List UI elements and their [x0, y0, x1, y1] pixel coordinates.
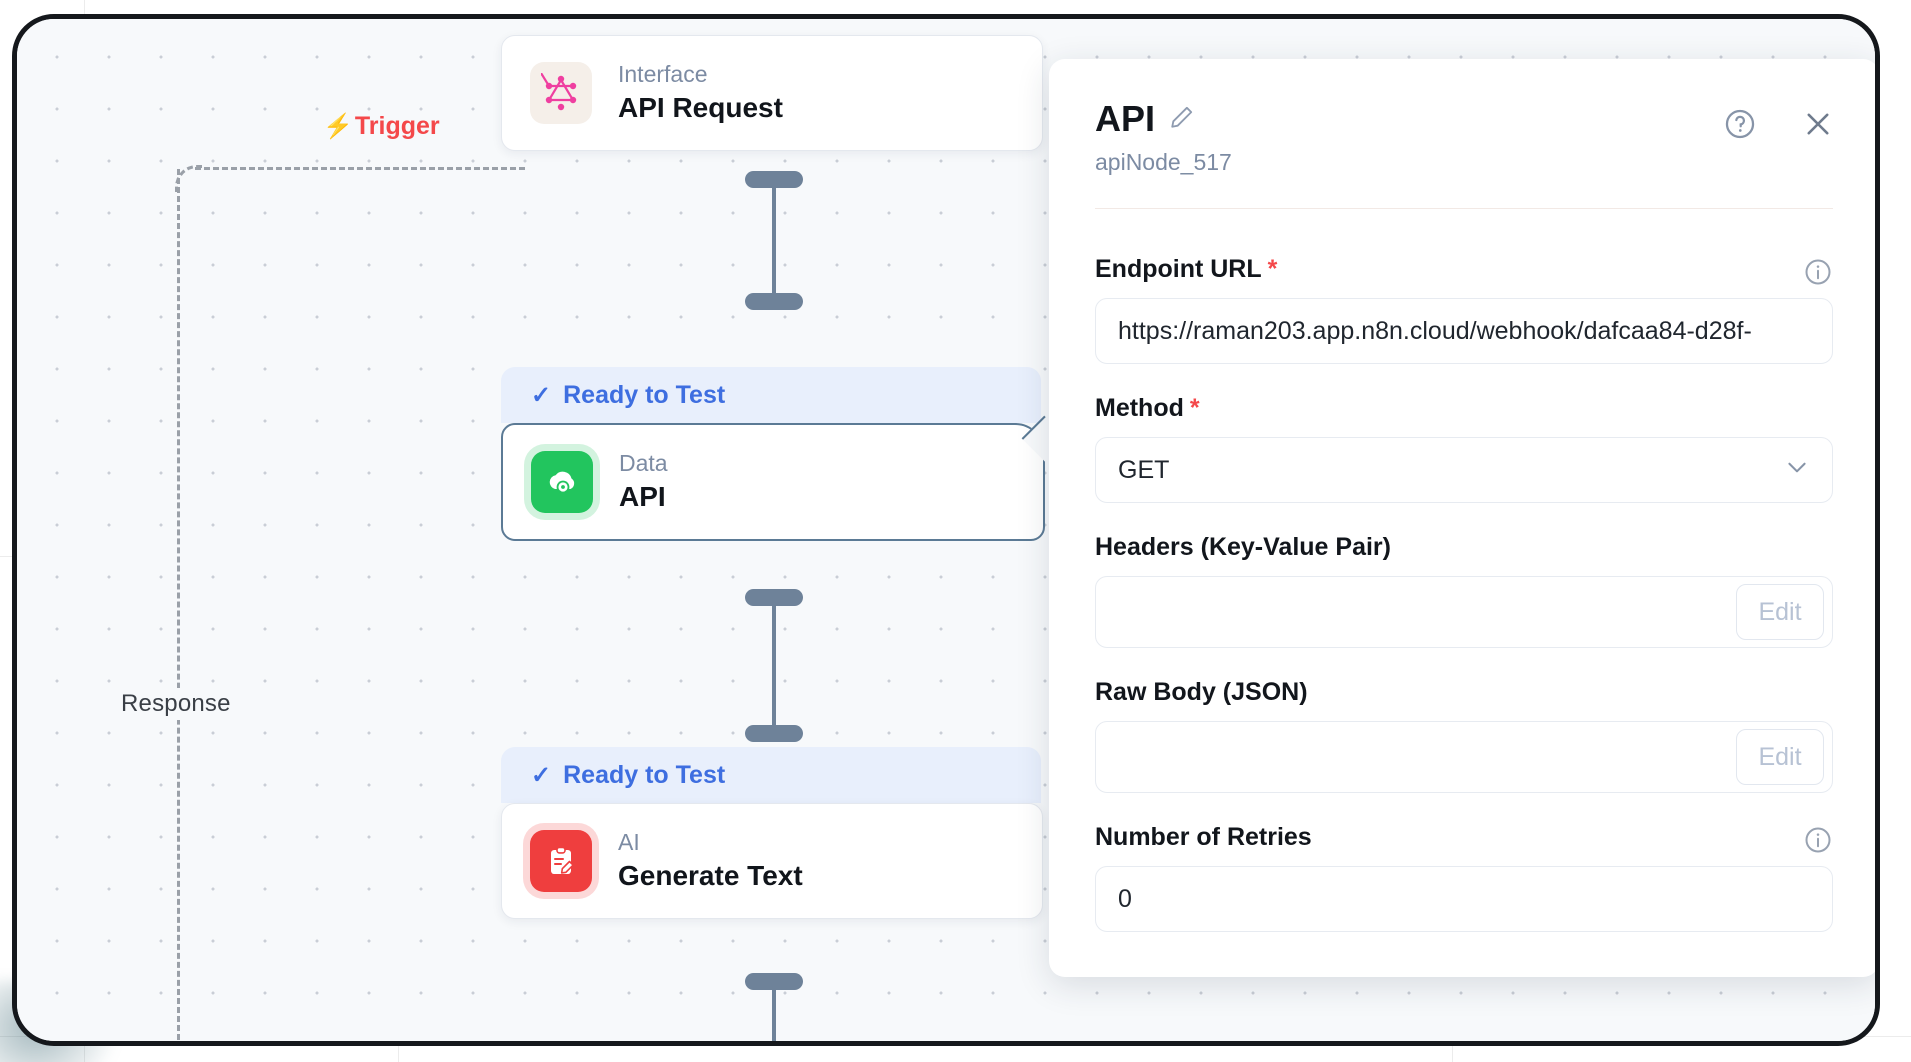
pencil-icon[interactable] [1169, 104, 1195, 135]
node-kind: Interface [618, 61, 708, 88]
retries-value: 0 [1118, 884, 1132, 913]
help-circle-icon[interactable] [1723, 107, 1757, 141]
required-marker: * [1267, 255, 1278, 283]
info-icon[interactable] [1803, 825, 1833, 860]
field-label: Endpoint URL * [1095, 255, 1833, 284]
info-icon[interactable] [1803, 257, 1833, 292]
node-labels: Interface API Request [618, 61, 783, 123]
check-icon: ✓ [531, 761, 552, 789]
field-label-text: Number of Retries [1095, 823, 1312, 851]
graphql-icon [530, 62, 592, 124]
field-raw-body: Raw Body (JSON) Edit [1095, 678, 1833, 793]
panel-actions [1723, 107, 1835, 141]
app-window: Response ⚡ Trigger [12, 14, 1880, 1046]
response-label: Response [115, 688, 237, 720]
connector-line [772, 983, 776, 1041]
node-kind: Data [619, 450, 668, 477]
panel-divider [1095, 208, 1833, 209]
node-labels: Data API [619, 450, 668, 512]
field-label: Number of Retries [1095, 823, 1833, 852]
node-api-request[interactable]: Interface API Request [501, 35, 1043, 151]
field-label: Method * [1095, 394, 1833, 423]
endpoint-url-input[interactable]: https://raman203.app.n8n.cloud/webhook/d… [1095, 298, 1833, 364]
node-title: API [619, 480, 666, 512]
page-rule [84, 0, 85, 14]
method-value: GET [1118, 455, 1170, 484]
node-handle[interactable] [745, 293, 803, 310]
node-content: Data API [503, 425, 1043, 539]
panel-form: Endpoint URL * https://raman203.app.n8n [1049, 209, 1875, 932]
headers-input[interactable]: Edit [1095, 576, 1833, 648]
trigger-label-group: ⚡ Trigger [323, 112, 440, 141]
node-title: Generate Text [618, 859, 803, 891]
node-handle[interactable] [745, 973, 803, 990]
status-badge-generate-text: ✓ Ready to Test [501, 747, 1041, 803]
response-path-horizontal [195, 167, 525, 170]
node-content: Interface API Request [502, 36, 1042, 150]
node-kind: AI [618, 829, 640, 856]
field-label-text: Headers (Key-Value Pair) [1095, 533, 1391, 561]
required-marker: * [1189, 394, 1200, 422]
node-handle[interactable] [745, 725, 803, 742]
node-properties-panel: API apiNode_517 [1049, 59, 1875, 977]
page-rule [398, 1036, 399, 1062]
panel-title-row: API [1095, 101, 1833, 137]
node-content: AI Generate Text [502, 804, 1042, 918]
status-badge-label: Ready to Test [563, 380, 726, 409]
field-label-text: Method [1095, 394, 1184, 422]
trigger-label: Trigger [354, 112, 440, 140]
field-label-text: Endpoint URL [1095, 255, 1262, 283]
panel-subtitle: apiNode_517 [1095, 149, 1232, 175]
page-rule [1452, 1036, 1453, 1062]
connector-line [772, 181, 776, 309]
field-headers: Headers (Key-Value Pair) Edit [1095, 533, 1833, 648]
page-rule [84, 1036, 85, 1062]
node-labels: AI Generate Text [618, 829, 803, 891]
workflow-canvas[interactable]: Response ⚡ Trigger [17, 19, 1875, 1041]
field-endpoint-url: Endpoint URL * https://raman203.app.n8n [1095, 255, 1833, 364]
headers-edit-button[interactable]: Edit [1736, 584, 1824, 640]
close-icon[interactable] [1801, 107, 1835, 141]
raw-body-edit-button[interactable]: Edit [1736, 729, 1824, 785]
raw-body-input[interactable]: Edit [1095, 721, 1833, 793]
retries-input[interactable]: 0 [1095, 866, 1833, 932]
field-number-of-retries: Number of Retries 0 [1095, 823, 1833, 932]
status-badge-api: ✓ Ready to Test [501, 367, 1041, 423]
panel-header: API apiNode_517 [1049, 59, 1875, 176]
node-api[interactable]: Data API [501, 415, 1069, 541]
page-rule [0, 556, 12, 557]
clipboard-pencil-icon [530, 830, 592, 892]
bolt-icon: ⚡ [323, 112, 353, 140]
response-path-corner [175, 165, 202, 192]
node-title: API Request [618, 91, 783, 123]
node-generate-text[interactable]: AI Generate Text [501, 803, 1043, 919]
node-handle[interactable] [745, 171, 803, 188]
node-handle[interactable] [745, 589, 803, 606]
field-label-text: Raw Body (JSON) [1095, 678, 1308, 706]
check-icon: ✓ [531, 381, 552, 409]
field-label: Headers (Key-Value Pair) [1095, 533, 1833, 562]
field-label: Raw Body (JSON) [1095, 678, 1833, 707]
endpoint-url-value: https://raman203.app.n8n.cloud/webhook/d… [1118, 316, 1752, 345]
chevron-down-icon [1784, 454, 1810, 487]
method-select[interactable]: GET [1095, 437, 1833, 503]
status-badge-label: Ready to Test [563, 760, 726, 789]
cloud-gear-icon [531, 451, 593, 513]
connector-line [772, 599, 776, 739]
response-path-vertical [177, 169, 180, 1041]
panel-title: API [1095, 98, 1156, 139]
field-method: Method * GET [1095, 394, 1833, 503]
